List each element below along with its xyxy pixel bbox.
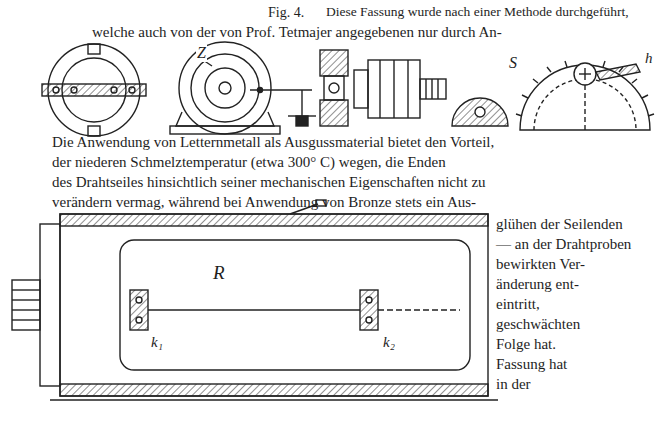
body-text: Fassung hat — [496, 356, 567, 373]
cylinder-apparatus — [12, 200, 498, 400]
disc-front-view — [42, 44, 146, 136]
body-text: des Drahtseiles hinsichtlich seiner mech… — [52, 174, 486, 191]
bearing-block — [170, 42, 316, 134]
body-text: änderung ent- — [496, 276, 579, 293]
body-text: Die Anwendung von Letternmetall als Ausg… — [52, 134, 494, 151]
part-letter: S — [508, 54, 518, 72]
body-text: Folge hat. — [496, 336, 556, 353]
clamp-piece — [354, 60, 446, 118]
wheel-section — [320, 50, 348, 126]
body-text: Diese Fassung wurde nach einer Methode d… — [326, 4, 629, 20]
part-letter: k₁ — [150, 334, 164, 351]
half-disc-section — [452, 98, 508, 126]
figure-caption: Fig. 4. — [268, 5, 304, 21]
body-text: verändern vermag, während bei Anwendung … — [52, 194, 476, 211]
body-text: in der — [496, 376, 531, 393]
part-letter: h — [644, 50, 654, 67]
body-text: glühen der Seilenden — [496, 216, 623, 233]
body-text: — an der Drahtproben — [496, 236, 631, 253]
body-text: bewirkten Ver- — [496, 256, 585, 273]
part-letter: k₂ — [382, 334, 396, 351]
part-letter: R — [212, 262, 226, 284]
body-text: eintritt, — [496, 296, 540, 313]
toothed-segment — [516, 61, 654, 130]
part-letter: Z — [196, 44, 207, 62]
body-text: geschwächten — [496, 316, 580, 333]
body-text: welche auch von der von Prof. Tetmajer a… — [92, 24, 502, 41]
body-text: der niederen Schmelztemperatur (etwa 300… — [52, 154, 446, 171]
